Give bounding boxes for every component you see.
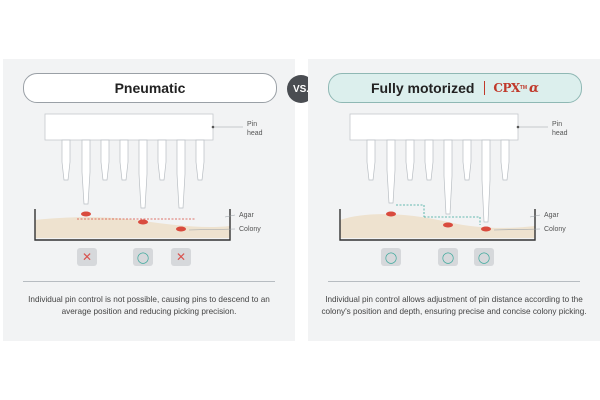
pin-head xyxy=(44,113,214,141)
pin xyxy=(500,139,510,181)
pin xyxy=(386,139,396,204)
result-success: ◯ xyxy=(381,248,401,266)
motorized-title-text: Fully motorized xyxy=(370,80,475,96)
agar xyxy=(340,214,535,238)
dish xyxy=(34,209,231,241)
pins xyxy=(61,139,205,209)
pin xyxy=(176,139,186,209)
brand-logo-text: CPX xyxy=(493,81,520,95)
pin xyxy=(443,139,453,215)
pin xyxy=(366,139,376,181)
pin xyxy=(405,139,415,181)
result-fail: ✕ xyxy=(77,248,97,266)
divider xyxy=(23,281,275,282)
divider xyxy=(328,281,580,282)
pneumatic-caption: Individual pin control is not possible, … xyxy=(28,295,270,316)
pneumatic-title-text: Pneumatic xyxy=(114,80,186,96)
svg-text:✕: ✕ xyxy=(82,250,92,264)
svg-text:◯: ◯ xyxy=(137,252,149,264)
pin xyxy=(157,139,167,181)
vs-label: VS. xyxy=(292,83,310,95)
agar-label: Agar xyxy=(544,212,559,219)
pin-head-label-1: Pin xyxy=(247,121,257,128)
pin xyxy=(481,139,491,223)
pin xyxy=(424,139,434,181)
agar-label: Agar xyxy=(239,212,254,219)
pin-head-label-1: Pin xyxy=(552,121,562,128)
pin xyxy=(81,139,91,205)
result-fail: ✕ xyxy=(171,248,191,266)
svg-text:◯: ◯ xyxy=(385,252,397,264)
colony xyxy=(138,219,148,225)
pin xyxy=(138,139,148,209)
motorized-diagram: Pin head Agar Colon xyxy=(339,113,568,266)
pin-head xyxy=(349,113,519,141)
colony xyxy=(481,226,491,232)
pin-head-label-2: head xyxy=(552,130,568,137)
brand-alpha: α xyxy=(529,80,540,96)
adjustment-guides xyxy=(396,204,481,225)
pneumatic-panel: Pneumatic Pin head Agar xyxy=(3,59,295,341)
cpx-alpha-logo: CPX TM α xyxy=(484,81,539,96)
result-success: ◯ xyxy=(133,248,153,266)
motorized-title: Fully motorized CPX TM α xyxy=(328,73,582,103)
pin xyxy=(462,139,472,181)
pin xyxy=(61,139,71,181)
agar xyxy=(35,217,230,238)
colony xyxy=(386,211,396,217)
pins xyxy=(366,139,510,223)
result-success: ◯ xyxy=(438,248,458,266)
pneumatic-diagram: Pin head Agar Colony ✕ xyxy=(34,113,263,266)
pin-head-label-2: head xyxy=(247,130,263,137)
svg-text:◯: ◯ xyxy=(478,252,490,264)
colony-label: Colony xyxy=(544,226,566,233)
pneumatic-title: Pneumatic xyxy=(23,73,277,103)
motorized-caption: Individual pin control allows adjustment… xyxy=(321,295,587,316)
colony-label: Colony xyxy=(239,226,261,233)
motorized-panel: Fully motorized CPX TM α Pin head xyxy=(308,59,600,341)
dish xyxy=(339,209,536,241)
colony xyxy=(443,222,453,228)
pin xyxy=(195,139,205,181)
pin xyxy=(100,139,110,181)
result-success: ◯ xyxy=(474,248,494,266)
colony xyxy=(176,226,186,232)
brand-tm: TM xyxy=(519,85,528,91)
svg-text:✕: ✕ xyxy=(176,250,186,264)
colony xyxy=(81,211,91,217)
pin xyxy=(119,139,129,181)
svg-text:◯: ◯ xyxy=(442,252,454,264)
